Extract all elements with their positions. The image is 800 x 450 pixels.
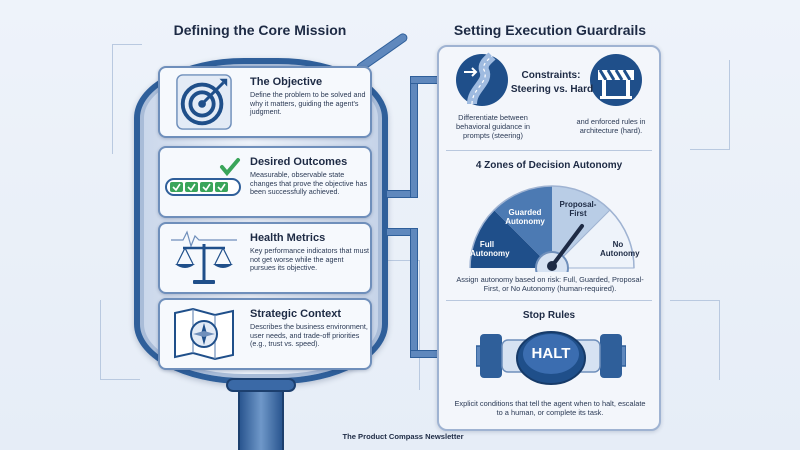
winding-road-icon — [454, 52, 510, 113]
circuit-trace — [100, 300, 140, 380]
zones-title: 4 Zones of Decision Autonomy — [475, 160, 623, 171]
section-divider — [446, 300, 652, 301]
left-heading: Defining the Core Mission — [173, 22, 347, 38]
connector-pipe-vertical — [410, 76, 418, 198]
circuit-trace — [380, 260, 420, 390]
capsule-stem — [238, 383, 284, 450]
card-objective: The Objective Define the problem to be s… — [158, 66, 372, 138]
halt-valve-icon — [475, 324, 627, 388]
constraints-left-desc: Differentiate between behavioral guidanc… — [456, 113, 530, 140]
map-compass-icon — [164, 304, 244, 364]
zones-desc: Assign autonomy based on risk: Full, Gua… — [456, 275, 644, 293]
footer-credit: The Product Compass Newsletter — [342, 432, 464, 441]
section-divider — [446, 150, 652, 151]
gauge-label-full: Full Autonomy — [470, 240, 510, 258]
card-outcomes: Desired Outcomes Measurable, observable … — [158, 146, 372, 218]
constraints-right-desc: and enforced rules in architecture (hard… — [576, 117, 646, 135]
constraints-title: Constraints: — [521, 70, 581, 81]
balance-scale-icon — [164, 228, 244, 288]
stop-desc: Explicit conditions that tell the agent … — [454, 399, 646, 417]
stop-title: Stop Rules — [522, 310, 576, 321]
autonomy-gauge — [462, 178, 642, 285]
card-desc: Define the problem to be solved and why … — [250, 90, 366, 117]
card-desc: Describes the business environment, user… — [250, 322, 368, 349]
progress-checklist-icon — [164, 152, 244, 212]
right-heading: Setting Execution Guardrails — [453, 22, 647, 38]
card-health: Health Metrics Key performance indicator… — [158, 222, 372, 294]
connector-pipe-mid-vertical — [410, 228, 418, 358]
card-desc: Measurable, observable state changes tha… — [250, 170, 368, 197]
circuit-trace — [690, 60, 730, 150]
gauge-label-none: No Autonomy — [600, 240, 640, 258]
road-barrier-icon — [588, 52, 644, 113]
gauge-label-proposal: Proposal-First — [559, 200, 597, 218]
card-desc: Key performance indicators that must not… — [250, 246, 370, 273]
gauge-zone-full — [470, 210, 552, 268]
circuit-trace — [112, 44, 142, 154]
target-icon — [164, 72, 244, 132]
gauge-label-guarded: Guarded Autonomy — [505, 208, 545, 226]
gauge-zone-guarded — [494, 185, 552, 268]
capsule-stem-cap — [226, 378, 296, 392]
card-context: Strategic Context Describes the business… — [158, 298, 372, 370]
card-title: The Objective — [250, 76, 323, 88]
halt-button: HALT — [531, 345, 571, 362]
card-title: Health Metrics — [250, 232, 326, 244]
constraints-subtitle: Steering vs. Hard — [510, 84, 594, 95]
circuit-trace — [670, 300, 720, 380]
card-title: Desired Outcomes — [250, 156, 348, 168]
card-title: Strategic Context — [250, 308, 342, 320]
